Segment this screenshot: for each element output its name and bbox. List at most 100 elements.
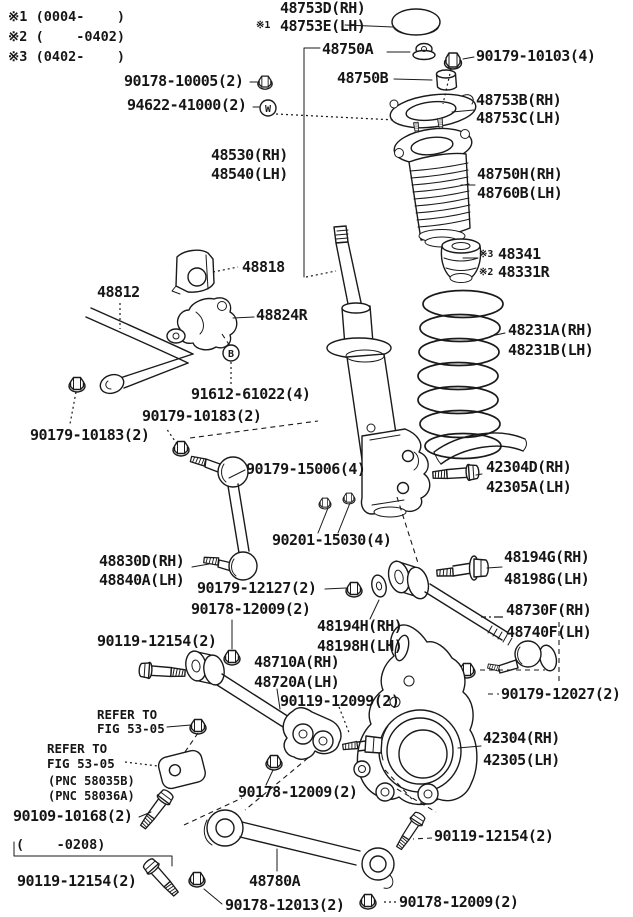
- part-label-48753b[interactable]: 48753B(RH): [476, 91, 562, 109]
- part-label-48194g[interactable]: 48194G(RH): [504, 548, 590, 566]
- part-label-48830d[interactable]: 48830D(RH): [99, 552, 185, 570]
- note-1: ※1 (0004- ): [8, 9, 125, 25]
- part-label-48710a[interactable]: 48710A(RH): [254, 653, 340, 671]
- construction-lines: [69, 68, 560, 903]
- flange-nut-icon: [172, 440, 190, 457]
- part-label-90109-10168[interactable]: 90109-10168(2): [13, 807, 133, 825]
- part-label-48231b[interactable]: 48231B(LH): [508, 341, 594, 359]
- part-label-90119-12154-b[interactable]: 90119-12154(2): [17, 872, 137, 890]
- part-label-48753e[interactable]: 48753E(LH): [280, 17, 366, 35]
- part-label-48331r[interactable]: 48331R: [498, 263, 551, 281]
- refer-note-1-line1: REFER TO: [97, 707, 157, 722]
- flange-nut-icon: [68, 376, 86, 393]
- member-bracket-group: [13, 718, 207, 900]
- support-cap-drawing: [391, 8, 441, 36]
- date-range-note: ( -0208): [16, 837, 105, 853]
- refer-note-1-line2: FIG 53-05: [97, 721, 165, 736]
- retainer-washer-drawing: [371, 574, 387, 598]
- flange-nut-icon: [265, 754, 283, 771]
- part-label-48740f[interactable]: 48740F(LH): [506, 623, 592, 641]
- part-label-90179-10183-a[interactable]: 90179-10183(2): [142, 407, 262, 425]
- part-label-90178-12009-c[interactable]: 90178-12009(2): [399, 893, 519, 911]
- part-label-48780a[interactable]: 48780A: [249, 872, 301, 890]
- pnc-note-1: (PNC 58035B): [48, 774, 135, 788]
- part-label-48750h[interactable]: 48750H(RH): [477, 165, 563, 183]
- bolt-48194g-drawing: [436, 555, 489, 581]
- part-label-42305a[interactable]: 42305A(LH): [486, 478, 572, 496]
- support-plate-drawing: [389, 93, 477, 129]
- arm-ball-end-drawing: [486, 640, 558, 674]
- part-label-91612-61022[interactable]: 91612-61022(4): [191, 385, 311, 403]
- bolt-90119-12099-drawing: [341, 735, 383, 754]
- asterisk-mark-2: ※2: [479, 267, 493, 278]
- leader-lines: [138, 24, 506, 905]
- upper-arm-group: [345, 555, 558, 679]
- stabilizer-link-drawing: [189, 454, 258, 581]
- washer-w-letter: W: [265, 104, 272, 115]
- part-label-48198h[interactable]: 48198H(LH): [317, 637, 403, 655]
- spring-seat-drawing: [433, 432, 527, 465]
- part-label-90179-10183-b[interactable]: 90179-10183(2): [30, 426, 150, 444]
- part-label-48730f[interactable]: 48730F(RH): [506, 601, 592, 619]
- part-label-42304[interactable]: 42304(RH): [483, 729, 560, 747]
- part-label-48194h[interactable]: 48194H(RH): [317, 617, 403, 635]
- stabilizer-bracket-48818-drawing: [171, 249, 215, 295]
- refer-note-2-line1: REFER TO: [47, 741, 107, 756]
- part-label-48818[interactable]: 48818: [242, 258, 286, 276]
- part-label-48231a[interactable]: 48231A(RH): [508, 321, 594, 339]
- bolt-90109-10168-drawing: [136, 786, 176, 833]
- date-range-bracket: [13, 841, 173, 867]
- dust-cover-drawing: [408, 152, 471, 248]
- part-label-42305[interactable]: 42305(LH): [483, 751, 560, 769]
- callout-circled-b: B: [222, 344, 240, 362]
- part-label-48812[interactable]: 48812: [97, 283, 140, 301]
- part-label-48753c[interactable]: 48753C(LH): [476, 109, 562, 127]
- part-label-90179-12027[interactable]: 90179-12027(2): [501, 685, 621, 703]
- part-label-48341[interactable]: 48341: [498, 245, 542, 263]
- coil-spring-drawing: [417, 289, 504, 460]
- arm-bushing-drawing: [387, 560, 430, 600]
- bolt-42304d-drawing: [431, 463, 481, 484]
- part-label-90119-12154-c[interactable]: 90119-12154(2): [434, 827, 554, 845]
- refer-note-2-line2: FIG 53-05: [47, 756, 115, 771]
- part-label-94622-41000[interactable]: 94622-41000(2): [127, 96, 247, 114]
- support-bushing-drawing: [435, 69, 458, 91]
- part-label-48540[interactable]: 48540(LH): [211, 165, 288, 183]
- part-label-42304d[interactable]: 42304D(RH): [486, 458, 572, 476]
- part-label-90178-12009-a[interactable]: 90178-12009(2): [191, 600, 311, 618]
- part-label-48530[interactable]: 48530(RH): [211, 146, 288, 164]
- shock-absorber-drawing: [326, 225, 431, 518]
- part-label-48760b[interactable]: 48760B(LH): [477, 184, 563, 202]
- lower-arm-48780a-group: [188, 809, 428, 910]
- part-label-48824r[interactable]: 48824R: [256, 306, 309, 324]
- part-label-48720a[interactable]: 48720A(LH): [254, 673, 340, 691]
- flange-nut-icon: [359, 893, 377, 910]
- part-label-90119-12154-a[interactable]: 90119-12154(2): [97, 632, 217, 650]
- part-label-90178-12009-b[interactable]: 90178-12009(2): [238, 783, 358, 801]
- part-label-48753d[interactable]: 48753D(RH): [280, 0, 366, 17]
- flange-nut-icon: [345, 581, 363, 598]
- flange-nut-icon: [188, 871, 206, 888]
- part-label-90119-12099[interactable]: 90119-12099(2): [280, 692, 400, 710]
- labels-layer: ※1 (0004- ) ※2 ( -0402) ※3 (0402- ) 4875…: [8, 0, 621, 914]
- flange-nut-icon: [257, 75, 273, 90]
- bolt-90119-12154-left-drawing: [137, 661, 187, 682]
- note-2: ※2 ( -0402): [8, 29, 125, 45]
- part-label-90179-10103[interactable]: 90179-10103(4): [476, 47, 596, 65]
- part-label-90178-10005[interactable]: 90178-10005(2): [124, 72, 244, 90]
- arm-bracket-drawing: [282, 707, 342, 760]
- part-label-90179-12127[interactable]: 90179-12127(2): [197, 579, 317, 597]
- knuckle-drawing: [341, 624, 478, 806]
- part-label-90179-15006[interactable]: 90179-15006(4): [246, 460, 366, 478]
- part-label-90178-12013[interactable]: 90178-12013(2): [225, 896, 345, 914]
- bolt-90119-12154-bottom-drawing: [140, 855, 183, 900]
- strut-top-mount-group: [389, 8, 482, 283]
- part-label-48840a[interactable]: 48840A(LH): [99, 571, 185, 589]
- part-label-48750b[interactable]: 48750B: [337, 69, 389, 87]
- asterisk-mark-1: ※1: [256, 20, 270, 31]
- pnc-note-2: (PNC 58036A): [48, 789, 135, 803]
- part-label-90201-15030[interactable]: 90201-15030(4): [272, 531, 392, 549]
- strut-rod-arm-group: [137, 649, 342, 771]
- part-label-48750a[interactable]: 48750A: [322, 40, 374, 58]
- part-label-48198g[interactable]: 48198G(LH): [504, 570, 590, 588]
